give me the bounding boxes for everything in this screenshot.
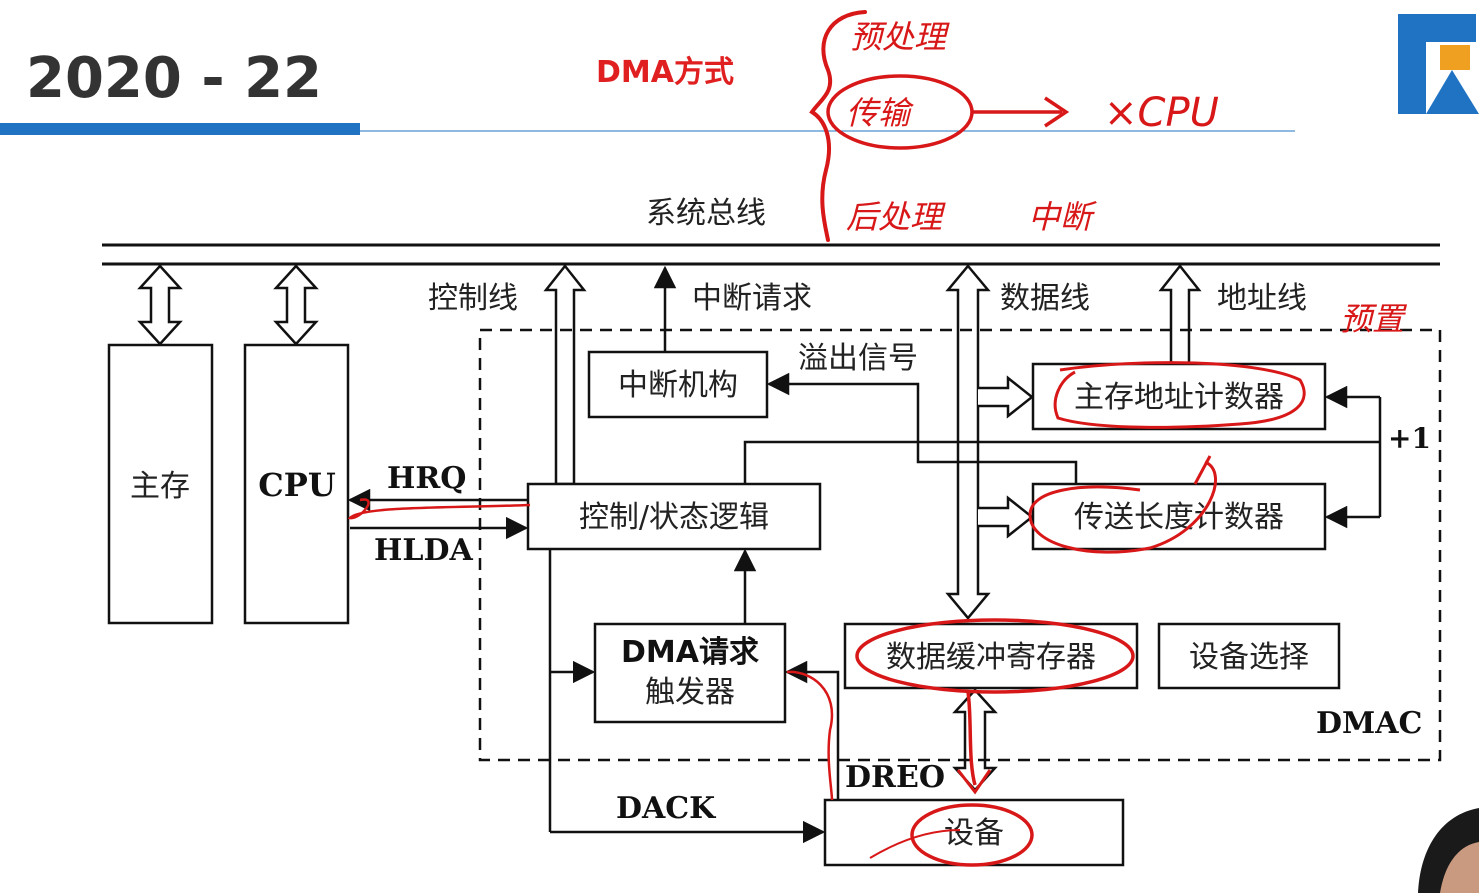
data-to-address-counter-arrow xyxy=(978,375,1035,419)
data-buffer-label: 数据缓冲寄存器 xyxy=(886,640,1096,675)
address-line-arrow xyxy=(1158,263,1202,366)
control-logic-block xyxy=(526,482,822,551)
data-to-length-counter-arrow xyxy=(978,495,1035,539)
handwritten-annotations: 预处理 传输 ×CPU 后处理 中断 预置 xyxy=(347,10,1408,867)
data-line-label: 数据线 xyxy=(1000,281,1090,316)
address-note: 预置 xyxy=(1340,300,1408,338)
length-counter-tick xyxy=(1193,455,1212,485)
overflow-line xyxy=(766,372,1078,484)
brace-stroke xyxy=(809,10,867,242)
post-processing-note: 后处理 xyxy=(846,198,946,236)
title-accent-bar xyxy=(0,123,360,135)
control-to-counters-line xyxy=(743,440,1380,484)
dma-request-label: DMA请求 xyxy=(621,635,759,670)
interrupt-unit-label: 中断机构 xyxy=(618,368,738,403)
transfer-note: 传输 xyxy=(846,94,914,132)
main-memory-block xyxy=(107,343,214,625)
interrupt-unit-block xyxy=(587,350,769,419)
length-counter-circle xyxy=(1028,460,1217,554)
presenter-avatar xyxy=(1418,808,1479,893)
pre-processing-note: 预处理 xyxy=(850,18,950,56)
buffer-device-stroke xyxy=(966,691,977,786)
hlda-label: HLDA xyxy=(374,533,473,568)
dreq-line xyxy=(784,660,840,800)
dmac-boundary xyxy=(478,328,1442,762)
device-label: 设备 xyxy=(944,816,1004,851)
hrq-red-trace xyxy=(347,498,531,520)
plus-one-label: +1 xyxy=(1388,422,1431,455)
memory-bus-arrow xyxy=(137,264,183,346)
data-buffer-block xyxy=(843,622,1139,690)
length-counter-block xyxy=(1031,482,1327,551)
control-logic-label: 控制/状态逻辑 xyxy=(579,500,769,535)
control-line-arrow xyxy=(543,263,587,486)
address-counter-circle xyxy=(1053,361,1306,429)
cpu-bus-arrow xyxy=(273,264,319,346)
device-underline-stroke xyxy=(869,829,961,859)
dmac-label: DMAC xyxy=(1316,706,1422,741)
buffer-device-arrowhead xyxy=(956,769,992,795)
device-circle xyxy=(910,803,1034,867)
dreq-label: DREO xyxy=(845,760,945,795)
dreq-red-trace xyxy=(786,670,834,801)
logo-icon xyxy=(1398,14,1479,114)
control-line-label: 控制线 xyxy=(428,281,518,316)
main-memory-label: 主存 xyxy=(130,469,190,504)
no-cpu-note: ×CPU xyxy=(1104,90,1219,136)
device-select-block xyxy=(1157,622,1341,690)
overflow-label: 溢出信号 xyxy=(798,341,918,376)
dma-request-trigger-block xyxy=(593,622,787,724)
address-line-label: 地址线 xyxy=(1217,281,1307,316)
trigger-label: 触发器 xyxy=(645,675,735,710)
system-bus-label: 系统总线 xyxy=(646,196,766,231)
topic-label: DMA方式 xyxy=(596,55,734,90)
address-counter-label: 主存地址计数器 xyxy=(1074,380,1284,415)
transfer-arrow-head xyxy=(1044,96,1070,128)
interrupt-note: 中断 xyxy=(1028,198,1097,236)
cpu-label: CPU xyxy=(258,466,336,504)
cpu-block xyxy=(243,343,350,625)
data-buffer-circle xyxy=(855,618,1135,694)
dack-label: DACK xyxy=(616,791,716,826)
length-counter-label: 传送长度计数器 xyxy=(1074,500,1284,535)
device-select-label: 设备选择 xyxy=(1189,640,1309,675)
hrq-label: HRQ xyxy=(387,461,466,496)
interrupt-request-label: 中断请求 xyxy=(692,281,812,316)
slide-title: 2020 - 22 xyxy=(26,46,322,111)
